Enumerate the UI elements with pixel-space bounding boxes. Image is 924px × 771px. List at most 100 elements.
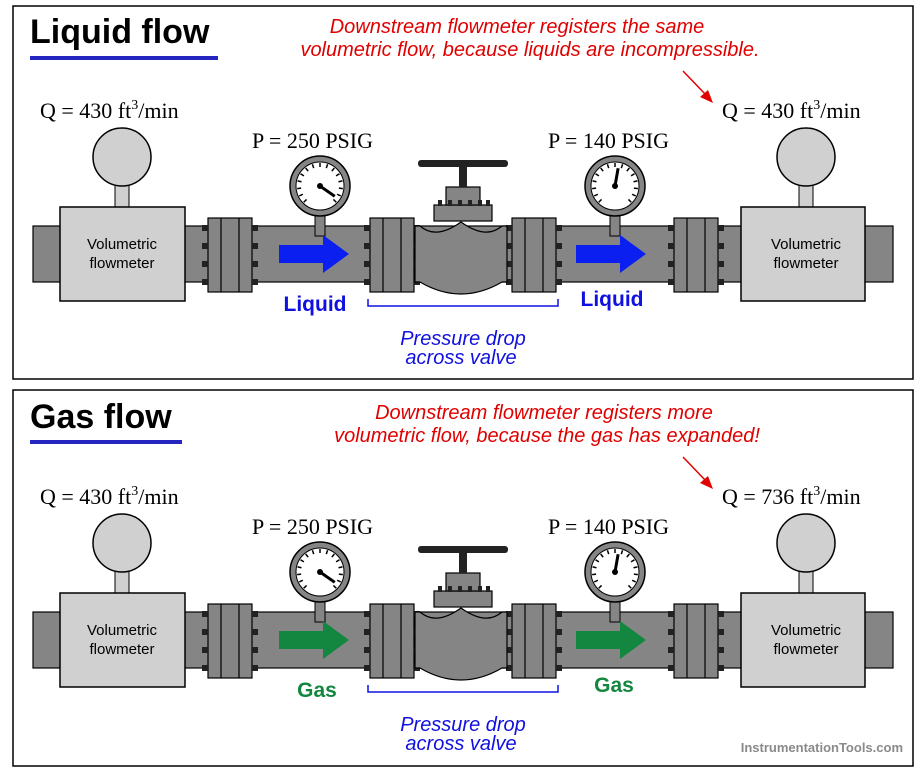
bolt (202, 261, 208, 267)
bolt (506, 279, 512, 285)
pressure-drop-label: Pressure drop (400, 328, 526, 350)
pipeline-assembly (32, 513, 894, 693)
annotation-pointer-icon (682, 70, 713, 103)
annotation-line-2: volumetric flow, because liquids are inc… (300, 39, 759, 61)
flowmeter-label: flowmeter (89, 641, 154, 658)
bolt (364, 611, 370, 617)
upstream-flow-reading: Q = 430 ft3/min (40, 98, 179, 123)
bolt (202, 243, 208, 249)
bolt (718, 279, 724, 285)
flowmeter-body (59, 206, 186, 302)
bolt (718, 261, 724, 267)
bolt (252, 629, 258, 635)
upstream-pressure-label: P = 250 PSIG (252, 514, 373, 539)
pressure-drop-bracket (367, 299, 559, 307)
panel-title: Liquid flow (30, 13, 210, 51)
bolt (202, 225, 208, 231)
bolt (668, 279, 674, 285)
flowmeter-body (59, 592, 186, 688)
bolt (506, 225, 512, 231)
bolt (364, 647, 370, 653)
pressure-gauge-icon (584, 155, 646, 237)
bolt (364, 261, 370, 267)
bolt (668, 665, 674, 671)
flowmeter-label: Volumetric (771, 622, 842, 639)
bolt (252, 243, 258, 249)
pressure-drop-label: across valve (405, 733, 516, 755)
bolt (668, 225, 674, 231)
upstream-pressure-label: P = 250 PSIG (252, 128, 373, 153)
flowmeter-label: Volumetric (771, 236, 842, 253)
downstream-flow-reading: Q = 430 ft3/min (722, 98, 861, 123)
bolt (668, 647, 674, 653)
bolt (252, 611, 258, 617)
bolt (486, 200, 490, 206)
bolt (668, 611, 674, 617)
fluid-label-downstream: Liquid (581, 288, 644, 311)
bolt (556, 279, 562, 285)
bolt (668, 243, 674, 249)
bolt (506, 629, 512, 635)
globe-valve-icon (414, 160, 508, 295)
bolt (556, 611, 562, 617)
bolt (252, 665, 258, 671)
pipe-flange (202, 217, 258, 293)
pipe-flange (668, 217, 724, 293)
flowmeter-display-icon (92, 513, 152, 573)
bolt (718, 611, 724, 617)
bolt (718, 225, 724, 231)
flowmeter-display-icon (92, 127, 152, 187)
bolt (718, 629, 724, 635)
bolt (364, 279, 370, 285)
annotation-pointer-icon (682, 456, 713, 489)
bolt (202, 665, 208, 671)
bolt (506, 261, 512, 267)
bolt (556, 647, 562, 653)
bolt (448, 200, 452, 206)
flowmeter-display-icon (776, 127, 836, 187)
pressure-gauge-icon (584, 541, 646, 623)
gas-flow-panel: Gas flow Downstream flowmeter registers … (12, 389, 914, 767)
bolt (506, 665, 512, 671)
bolt (202, 629, 208, 635)
bolt (458, 586, 462, 592)
bolt (556, 629, 562, 635)
annotation-line-1: Downstream flowmeter registers the same (330, 16, 705, 38)
annotation-line-1: Downstream flowmeter registers more (375, 402, 713, 424)
bolt (718, 647, 724, 653)
bolt (364, 629, 370, 635)
fluid-label-upstream: Liquid (284, 293, 347, 316)
flowmeter-body (740, 206, 866, 302)
title-underline (30, 440, 182, 444)
flowmeter-label: flowmeter (773, 255, 838, 272)
bolt (478, 586, 482, 592)
bolt (252, 279, 258, 285)
bolt (718, 665, 724, 671)
right-arrow-icon (576, 235, 646, 273)
bolt (438, 586, 442, 592)
bolt (556, 243, 562, 249)
bolt (252, 261, 258, 267)
bolt (506, 243, 512, 249)
upstream-flow-reading: Q = 430 ft3/min (40, 484, 179, 509)
flowmeter-label: flowmeter (773, 641, 838, 658)
right-arrow-icon (576, 621, 646, 659)
bolt (556, 261, 562, 267)
pressure-gauge-icon (289, 541, 351, 623)
flowmeter-label: Volumetric (87, 236, 158, 253)
fluid-label-upstream: Gas (297, 679, 337, 702)
pipe-flange (506, 603, 562, 679)
bolt (468, 586, 472, 592)
panel-title: Gas flow (30, 398, 172, 436)
watermark: InstrumentationTools.com (741, 740, 903, 755)
bolt (458, 200, 462, 206)
bolt (556, 665, 562, 671)
pressure-drop-bracket (367, 685, 559, 693)
liquid-flow-panel: Liquid flow Downstream flowmeter registe… (12, 5, 914, 380)
bolt (448, 586, 452, 592)
bolt (364, 665, 370, 671)
pressure-gauge-icon (289, 155, 351, 237)
bolt (468, 200, 472, 206)
fluid-label-downstream: Gas (594, 674, 634, 697)
